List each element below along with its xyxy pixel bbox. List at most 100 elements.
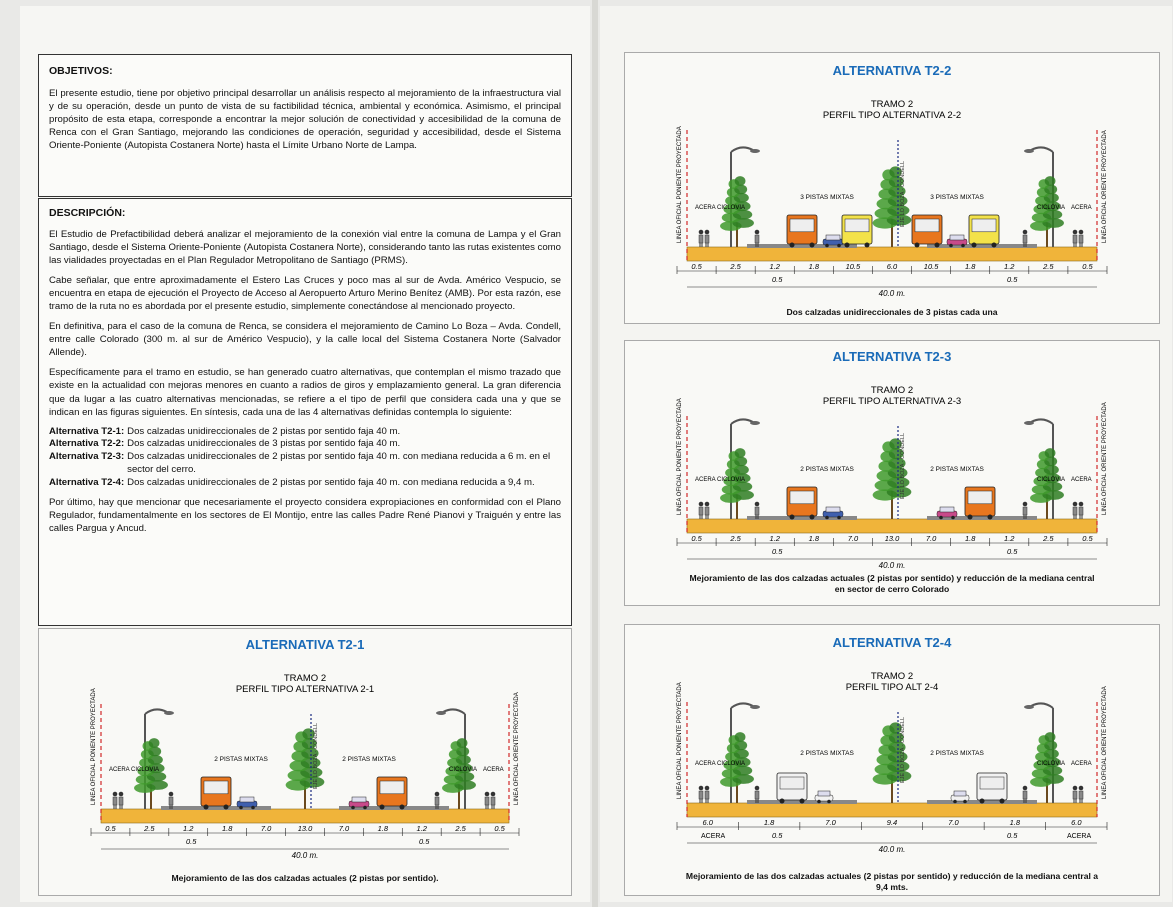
bus-wheel bbox=[987, 514, 993, 520]
person-head bbox=[1072, 785, 1078, 791]
profile-subtitle: PERFIL TIPO ALTERNATIVA 2-1 bbox=[236, 684, 374, 695]
person-head bbox=[1072, 501, 1078, 507]
dimension-value: 6.0 bbox=[887, 262, 898, 271]
dimension-value: 1.8 bbox=[965, 534, 976, 543]
person-body bbox=[704, 790, 710, 800]
lanes-right-label: 2 PISTAS MIXTAS bbox=[342, 756, 396, 763]
bus-wheel bbox=[809, 242, 815, 248]
person-body bbox=[1072, 234, 1078, 244]
dimension-value: 1.8 bbox=[809, 534, 820, 543]
dimension-value: 1.8 bbox=[764, 818, 775, 827]
axis-label: EJE LO BOZA - CONDELL bbox=[900, 717, 906, 783]
dimension-value: 7.0 bbox=[948, 818, 959, 827]
lane-curb bbox=[747, 244, 857, 248]
dimension-value: 7.0 bbox=[339, 824, 350, 833]
bus-wheel bbox=[379, 804, 385, 810]
bus-wheel bbox=[914, 242, 920, 248]
dimension-value: 2.5 bbox=[729, 262, 741, 271]
dimension-value: 2.5 bbox=[1042, 534, 1054, 543]
tramo-label: TRAMO 2 bbox=[871, 385, 913, 396]
dimension-value: 1.2 bbox=[417, 824, 428, 833]
dimension-value: 1.8 bbox=[809, 262, 820, 271]
person-head bbox=[698, 501, 704, 507]
bus-wheel bbox=[809, 514, 815, 520]
acera-label: ACERA bbox=[1071, 477, 1092, 483]
lamp-head bbox=[164, 711, 174, 715]
car-cabin bbox=[939, 506, 955, 513]
bottom-acera-label: ACERA bbox=[1067, 833, 1091, 840]
lanes-right-label: 3 PISTAS MIXTAS bbox=[930, 194, 984, 201]
dimension-value: 0.5 bbox=[691, 262, 702, 271]
objetivos-heading: OBJETIVOS: bbox=[49, 65, 113, 77]
car-wheel bbox=[825, 515, 829, 520]
profile-subtitle: PERFIL TIPO ALTERNATIVA 2-3 bbox=[823, 396, 961, 407]
bus-wheel bbox=[971, 242, 977, 248]
panel-title: ALTERNATIVA T2-4 bbox=[832, 635, 952, 650]
sub-dimension-value: 0.5 bbox=[1007, 275, 1018, 284]
total-dimension-value: 40.0 m. bbox=[879, 561, 906, 570]
bus-wheel bbox=[979, 798, 985, 804]
ciclovia-label: CICLOVIA bbox=[717, 477, 745, 483]
dimension-value: 9.4 bbox=[887, 818, 897, 827]
sub-dimension-value: 0.5 bbox=[186, 837, 197, 846]
dimension-value: 2.5 bbox=[454, 824, 466, 833]
car-wheel bbox=[939, 515, 943, 520]
dimension-value: 1.8 bbox=[1010, 818, 1021, 827]
tree-leaf bbox=[1044, 176, 1056, 186]
lamp-arm bbox=[1030, 146, 1054, 153]
person-body bbox=[704, 506, 710, 516]
car-wheel bbox=[817, 799, 821, 804]
dimension-value: 2.5 bbox=[143, 824, 155, 833]
person-body bbox=[484, 796, 490, 806]
car-cabin bbox=[949, 234, 965, 241]
lanes-right-label: 2 PISTAS MIXTAS bbox=[930, 466, 984, 473]
alternative-item: Alternativa T2-2:Dos calzadas unidirecci… bbox=[49, 438, 401, 450]
dimension-value: 0.5 bbox=[1082, 534, 1093, 543]
ciclovia-label: CICLOVIA bbox=[717, 761, 745, 767]
person-body bbox=[698, 506, 704, 516]
person-body bbox=[490, 796, 496, 806]
road-band bbox=[686, 246, 1098, 262]
bottom-acera-label: ACERA bbox=[701, 833, 725, 840]
east-limit-label: LINEA OFICIAL ORIENTE PROYECTADA bbox=[1102, 686, 1108, 799]
person-body bbox=[754, 506, 760, 516]
person-body bbox=[1072, 790, 1078, 800]
dimension-value: 1.2 bbox=[1004, 262, 1015, 271]
ciclovia-label: CICLOVIA bbox=[1037, 761, 1065, 767]
car-cabin bbox=[351, 796, 367, 803]
bus-wheel bbox=[789, 514, 795, 520]
acera-label: ACERA bbox=[109, 767, 130, 773]
dimension-value: 1.2 bbox=[183, 824, 194, 833]
panel-title: ALTERNATIVA T2-2 bbox=[832, 63, 952, 78]
bus-wheel bbox=[967, 514, 973, 520]
person-head bbox=[434, 791, 440, 797]
total-dimension-value: 40.0 m. bbox=[292, 851, 319, 860]
person-head bbox=[112, 791, 118, 797]
dimension-value: 6.0 bbox=[702, 818, 713, 827]
lamp-head bbox=[1024, 705, 1034, 709]
east-limit-label: LINEA OFICIAL ORIENTE PROYECTADA bbox=[1102, 130, 1108, 243]
dimension-value: 2.5 bbox=[729, 534, 741, 543]
dimension-value: 1.8 bbox=[378, 824, 389, 833]
bus-window bbox=[914, 218, 940, 233]
person-head bbox=[118, 791, 124, 797]
road-band bbox=[686, 802, 1098, 818]
bus-window bbox=[789, 218, 815, 233]
bus-window bbox=[844, 218, 870, 233]
person-head bbox=[1072, 229, 1078, 235]
lamp-head bbox=[436, 711, 446, 715]
bus-window bbox=[971, 218, 997, 233]
lane-curb bbox=[927, 516, 1037, 520]
person-body bbox=[1022, 790, 1028, 800]
person-body bbox=[1078, 234, 1084, 244]
car-wheel bbox=[953, 799, 957, 804]
dimension-value: 10.5 bbox=[846, 262, 861, 271]
sub-dimension-value: 0.5 bbox=[772, 547, 783, 556]
acera-label: ACERA bbox=[695, 761, 716, 767]
lamp-arm bbox=[1030, 702, 1054, 709]
person-body bbox=[1078, 790, 1084, 800]
